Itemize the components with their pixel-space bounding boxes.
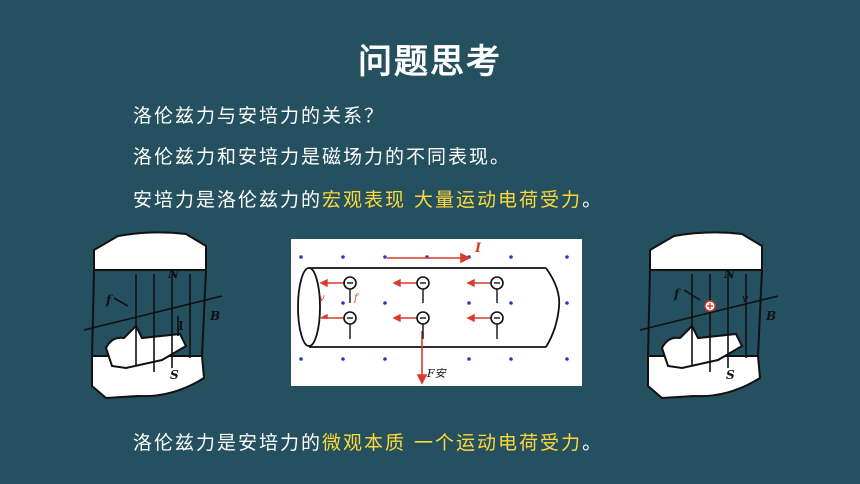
left-field-label: B	[209, 309, 220, 323]
micro-highlight: 微观本质 一个运动电荷受力	[322, 432, 583, 454]
macro-suffix: 。	[582, 189, 604, 211]
velocity-label: v	[319, 293, 325, 304]
velocity-arrows	[319, 278, 492, 323]
center-current-label: I	[474, 241, 482, 256]
right-field-label: B	[765, 309, 776, 323]
left-current-label: I	[178, 319, 184, 333]
field-dots	[299, 255, 569, 361]
micro-prefix: 洛伦兹力是安培力的	[133, 432, 323, 454]
slide-title: 问题思考	[358, 42, 502, 82]
right-magnet-svg: N S B f v	[639, 231, 779, 400]
micro-statement: 洛伦兹力是安培力的微观本质 一个运动电荷受力。	[133, 428, 603, 455]
left-force-label: f	[105, 293, 113, 307]
left-north-label: N	[167, 267, 180, 281]
macro-statement: 安培力是洛伦兹力的宏观表现 大量运动电荷受力。	[133, 185, 603, 212]
micro-suffix: 。	[582, 432, 604, 454]
left-magnet-diagram: N S B f I	[82, 228, 232, 407]
macro-prefix: 安培力是洛伦兹力的	[133, 189, 323, 211]
right-south-label: S	[726, 368, 735, 382]
left-magnet-svg: N S B f I	[83, 231, 223, 400]
right-force-label: f	[673, 287, 681, 301]
left-south-label: S	[170, 368, 179, 382]
magnet-right-edge	[201, 269, 207, 357]
macro-highlight: 宏观表现 大量运动电荷受力	[322, 189, 583, 211]
ampere-force-label: F安	[426, 367, 447, 380]
right-north-label: N	[723, 267, 736, 281]
question-text: 洛伦兹力与安培力的关系？	[133, 105, 386, 127]
hand-shape	[104, 324, 188, 370]
magnet-left-edge	[91, 269, 95, 357]
conductor-diagram: I F安 v f	[291, 239, 582, 386]
statement-text: 洛伦兹力和安培力是磁场力的不同表现。	[133, 146, 512, 168]
conductor-svg: I F安 v f	[297, 241, 569, 385]
conductor-cylinder	[297, 267, 561, 348]
force-label: f	[353, 293, 360, 304]
north-pole-block	[93, 231, 207, 271]
right-velocity-label: v	[742, 292, 749, 305]
right-magnet-diagram: N S B f v	[638, 228, 788, 407]
